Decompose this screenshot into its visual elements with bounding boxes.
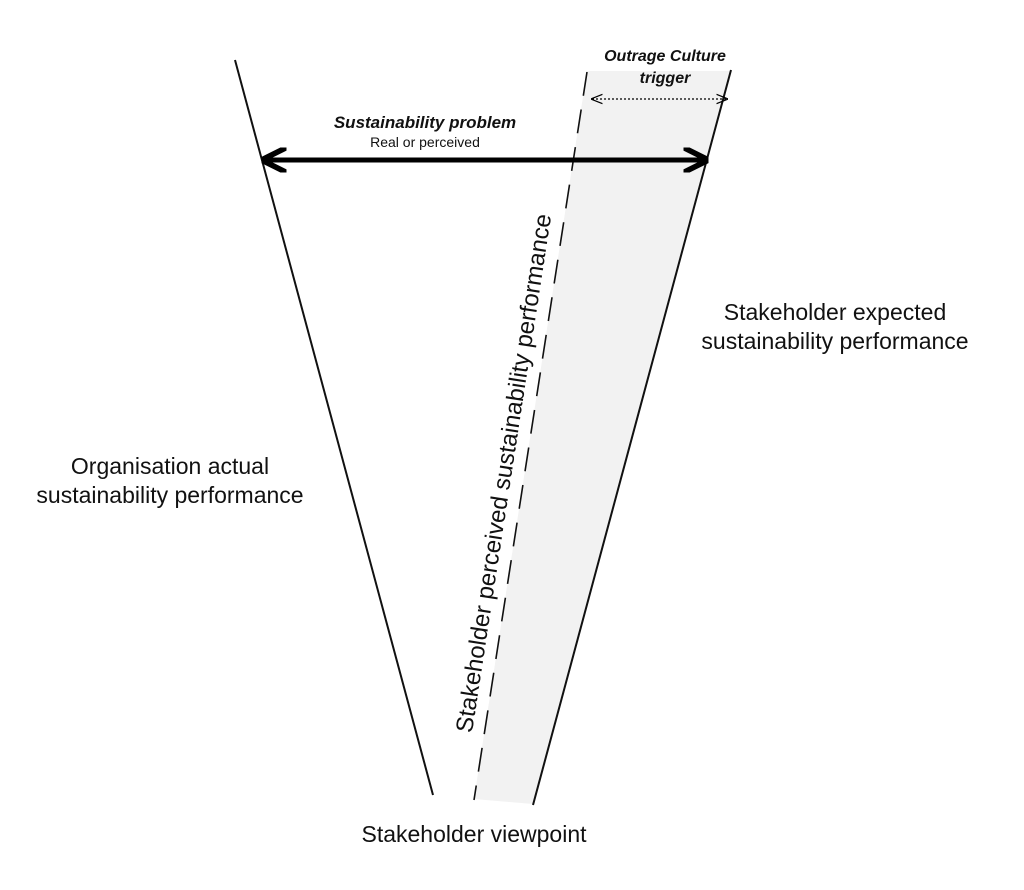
expected-label: Stakeholder expected sustainability perf… [690, 298, 980, 357]
expected-line2: sustainability performance [701, 328, 969, 355]
outrage-band [474, 71, 731, 804]
problem-title: Sustainability problem [333, 113, 517, 132]
viewpoint-label: Stakeholder viewpoint [361, 821, 587, 847]
expected-performance-line [532, 69, 732, 806]
actual-line2: sustainability performance [36, 482, 304, 509]
problem-subtitle: Real or perceived [370, 134, 480, 150]
expected-line1: Stakeholder expected [723, 299, 947, 325]
actual-line1: Organisation actual [70, 453, 270, 479]
outrage-label: Outrage Culture trigger [580, 46, 750, 90]
actual-performance-line [234, 59, 434, 796]
outrage-line1: Outrage Culture [604, 48, 726, 65]
outrage-line2: trigger [639, 70, 691, 87]
perceived-performance-line [473, 71, 588, 801]
actual-label: Organisation actual sustainability perfo… [15, 452, 325, 511]
